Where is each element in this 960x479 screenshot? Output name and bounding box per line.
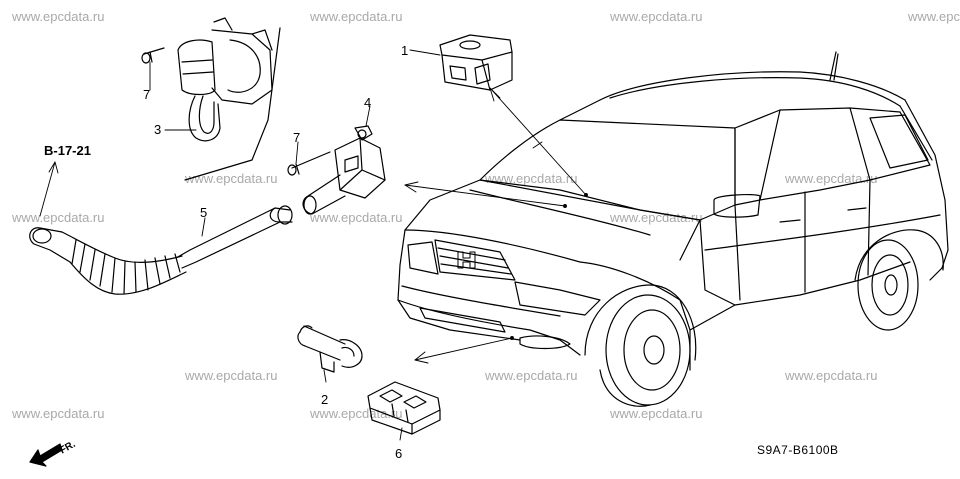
callout-part-7b: 7 (293, 130, 301, 145)
part-6-holder (367, 381, 441, 435)
watermark: www.epcdata.ru (485, 171, 578, 186)
vehicle-outline (397, 51, 949, 407)
reference-label: B-17-21 (44, 143, 91, 158)
callout-part-5: 5 (200, 205, 208, 220)
watermark: www.epcdata.ru (785, 171, 878, 186)
watermark: www.epcdata.ru (185, 171, 278, 186)
watermark: www.epcdata.ru (310, 9, 403, 24)
front-direction-arrow (29, 443, 63, 467)
callout-part-7a: 7 (143, 87, 151, 102)
part-5-hose (29, 205, 293, 295)
part-3-sensor (177, 17, 273, 142)
watermark: www.epcdata.ru (610, 406, 703, 421)
callout-part-6: 6 (395, 446, 403, 461)
leader-lines (39, 49, 441, 441)
location-arrows (48, 87, 588, 364)
watermark: www.epcdata.ru (185, 368, 278, 383)
watermark: www.epcdata.ru (908, 9, 960, 24)
watermark: www.epcdata.ru (12, 210, 105, 225)
callout-part-1: 1 (401, 43, 409, 58)
bolt-7a (141, 47, 165, 64)
part-1-switch (439, 34, 513, 91)
bolt-7b (287, 151, 331, 176)
part-2-sensor (297, 325, 363, 373)
callout-part-2: 2 (321, 392, 329, 407)
watermark: www.epcdata.ru (12, 406, 105, 421)
watermark: www.epcdata.ru (610, 210, 703, 225)
callout-part-3: 3 (154, 122, 162, 137)
watermark: www.epcdata.ru (310, 406, 403, 421)
watermark: www.epcdata.ru (310, 210, 403, 225)
diagram-code: S9A7-B6100B (757, 443, 839, 457)
watermark: www.epcdata.ru (610, 9, 703, 24)
bracket-line (184, 27, 281, 181)
watermark: www.epcdata.ru (12, 9, 105, 24)
part-4-actuator (302, 125, 386, 215)
watermark: www.epcdata.ru (485, 368, 578, 383)
watermark: www.epcdata.ru (785, 368, 878, 383)
callout-part-4: 4 (364, 95, 372, 110)
